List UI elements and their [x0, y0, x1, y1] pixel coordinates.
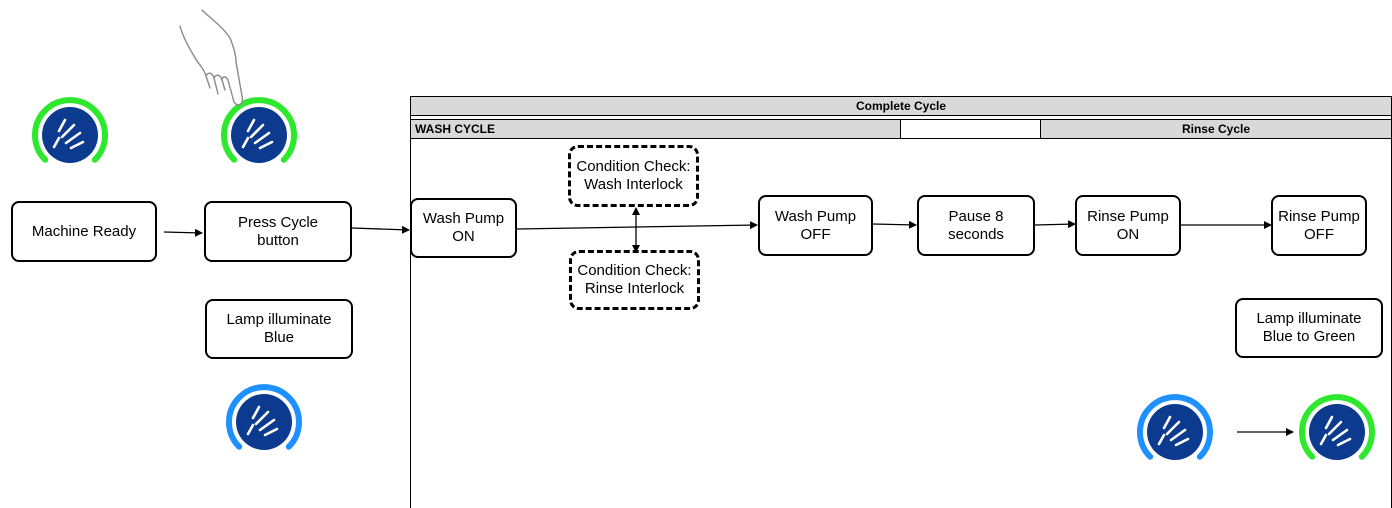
condition-rinse-interlock-label: Condition Check: Rinse Interlock — [577, 262, 692, 297]
step-rinse-pump-off-label: Rinse Pump OFF — [1278, 207, 1360, 243]
arrow-ready-to-press — [163, 228, 203, 237]
condition-wash-interlock: Condition Check: Wash Interlock — [568, 145, 699, 207]
cycle-knob-green-pressed-icon — [221, 97, 297, 163]
complete-cycle-header: Complete Cycle — [410, 96, 1392, 116]
step-machine-ready-label: Machine Ready — [31, 222, 137, 240]
wash-cycle-label: WASH CYCLE — [415, 122, 496, 136]
step-lamp-blue-label: Lamp illuminate Blue — [226, 311, 332, 346]
step-wash-pump-off: Wash Pump OFF — [758, 195, 873, 256]
cycle-knob-green-icon — [32, 97, 108, 163]
step-wash-pump-on: Wash Pump ON — [410, 198, 517, 258]
rinse-cycle-label: Rinse Cycle — [1181, 122, 1251, 136]
arrow-wash-off-to-pause — [871, 220, 917, 229]
condition-rinse-interlock: Condition Check: Rinse Interlock — [569, 250, 700, 310]
step-lamp-blue: Lamp illuminate Blue — [205, 299, 353, 359]
cycle-knob-blue-icon — [226, 384, 302, 450]
arrow-pause-to-rinse-on — [1034, 220, 1076, 229]
step-lamp-blue-to-green: Lamp illuminate Blue to Green — [1235, 298, 1383, 358]
step-pause-label: Pause 8 seconds — [948, 207, 1004, 243]
step-machine-ready: Machine Ready — [11, 201, 157, 262]
arrow-wash-on-to-wash-off — [516, 221, 758, 230]
step-press-cycle-button-label: Press Cycle button — [237, 213, 319, 249]
cycle-knob-green-final-icon — [1299, 394, 1375, 460]
step-rinse-pump-off: Rinse Pump OFF — [1271, 195, 1367, 256]
arrow-press-to-wash-on — [351, 225, 410, 234]
complete-cycle-label: Complete Cycle — [855, 99, 947, 113]
cycle-knob-blue-final-icon — [1137, 394, 1213, 460]
step-wash-pump-off-label: Wash Pump OFF — [774, 207, 857, 243]
step-press-cycle-button: Press Cycle button — [204, 201, 352, 262]
step-rinse-pump-on-label: Rinse Pump ON — [1087, 207, 1169, 243]
rinse-cycle-header: Rinse Cycle — [1040, 119, 1392, 139]
wash-cycle-header: WASH CYCLE — [410, 119, 901, 139]
step-rinse-pump-on: Rinse Pump ON — [1075, 195, 1181, 256]
pointing-hand-icon — [179, 9, 244, 106]
step-pause: Pause 8 seconds — [917, 195, 1035, 256]
step-wash-pump-on-label: Wash Pump ON — [422, 210, 505, 245]
step-lamp-blue-to-green-label: Lamp illuminate Blue to Green — [1256, 310, 1362, 345]
condition-wash-interlock-label: Condition Check: Wash Interlock — [576, 158, 691, 193]
